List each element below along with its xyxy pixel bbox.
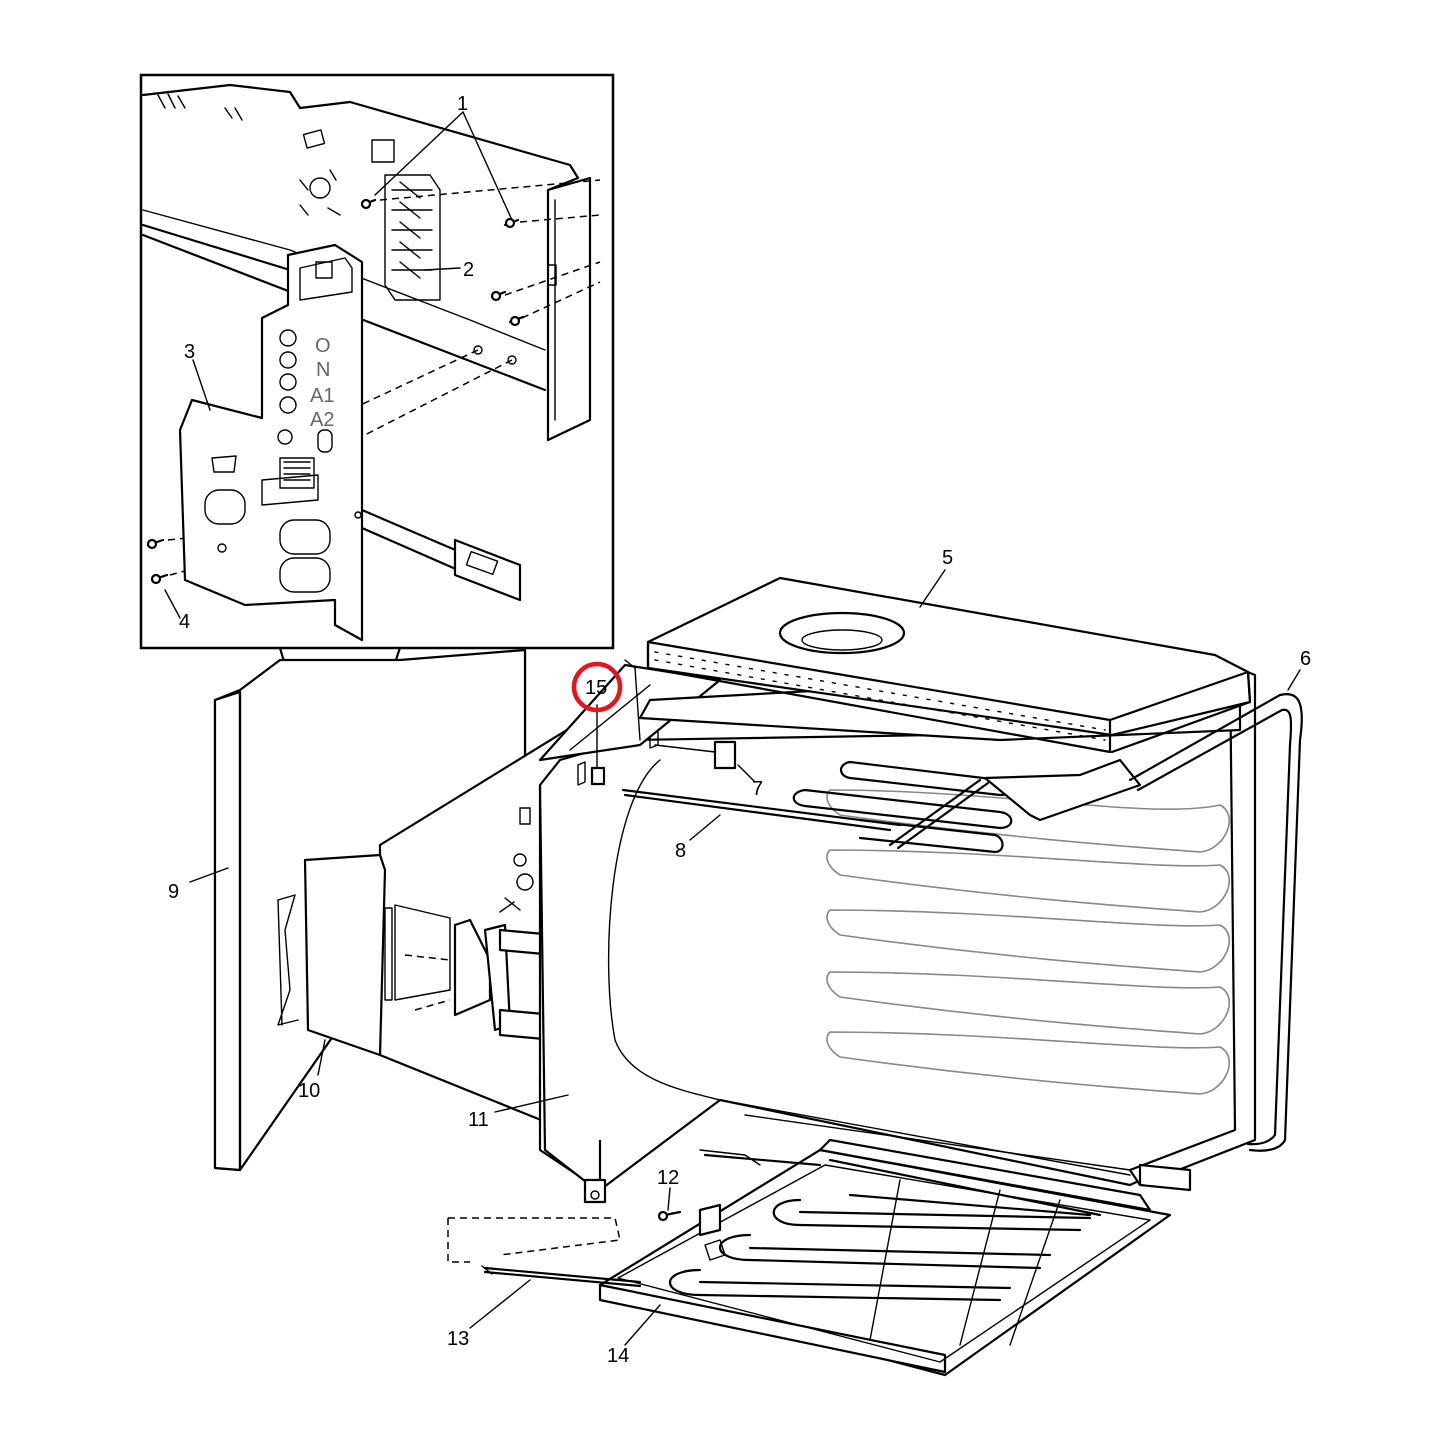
terminal-marking-a2: A2 bbox=[310, 409, 334, 431]
callout-14: 14 bbox=[607, 1345, 629, 1367]
callout-13: 13 bbox=[447, 1328, 469, 1350]
connector-cable bbox=[360, 508, 522, 602]
screw-icon bbox=[146, 198, 525, 585]
callout-1: 1 bbox=[457, 93, 468, 115]
detail-inset: O N A1 A2 bbox=[139, 73, 615, 837]
door-seal bbox=[1128, 692, 1303, 1152]
highlight-circle bbox=[571, 661, 623, 713]
callout-9: 9 bbox=[168, 881, 179, 903]
bottom-element-tray bbox=[598, 1138, 1192, 1377]
top-insulation bbox=[646, 576, 1252, 754]
mounting-plate: O N A1 A2 bbox=[178, 243, 364, 642]
callout-10: 10 bbox=[298, 1080, 320, 1102]
shelf-runners bbox=[826, 789, 1231, 1095]
callout-11: 11 bbox=[468, 1109, 489, 1131]
terminal-block bbox=[384, 174, 441, 301]
terminal-marking-a1: A1 bbox=[310, 385, 334, 407]
callout-5: 5 bbox=[942, 547, 953, 569]
temperature-probe bbox=[447, 1217, 642, 1288]
callout-labels: 1 2 3 4 5 6 7 8 9 10 11 12 13 14 15 bbox=[168, 93, 1311, 1367]
callout-2: 2 bbox=[463, 259, 474, 281]
oven-cavity bbox=[499, 663, 1257, 1192]
callout-15: 15 bbox=[585, 677, 607, 699]
callout-12: 12 bbox=[657, 1167, 679, 1189]
callout-3: 3 bbox=[184, 341, 195, 363]
callout-6: 6 bbox=[1300, 648, 1311, 670]
terminal-marking-o: O bbox=[315, 335, 331, 357]
leader-lines bbox=[164, 111, 1301, 1346]
callout-8: 8 bbox=[675, 840, 686, 862]
callout-7: 7 bbox=[752, 778, 763, 800]
callout-4: 4 bbox=[179, 611, 190, 633]
terminal-marking-n: N bbox=[316, 359, 330, 381]
screw-icon bbox=[657, 1210, 682, 1222]
